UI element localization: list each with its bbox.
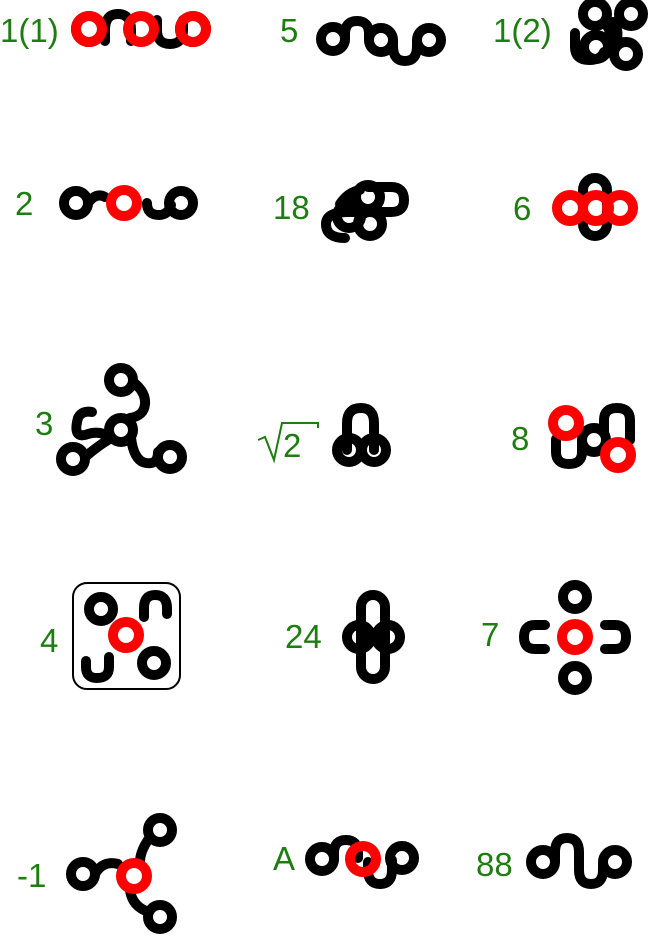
glyph-ring-red <box>116 858 152 894</box>
label-18: 18 <box>273 189 310 226</box>
glyph-stroke <box>335 185 365 209</box>
glyph-4 <box>72 582 181 690</box>
glyph-stroke <box>321 182 409 243</box>
glyph-stroke <box>125 377 151 423</box>
glyph-sqrt2 <box>332 403 391 467</box>
glyph-stroke <box>519 620 550 654</box>
glyph-ring-red <box>108 617 144 653</box>
glyph-stroke <box>602 21 615 44</box>
glyph-stroke <box>71 406 117 443</box>
glyph-ring <box>609 37 643 71</box>
glyph-frame <box>72 582 181 690</box>
label-neg1: -1 <box>17 857 46 894</box>
glyph-ring-red <box>175 11 211 47</box>
glyph-ring <box>598 845 632 879</box>
label-88: 88 <box>476 846 513 883</box>
glyph-stroke <box>608 17 623 47</box>
label-sqrt-radicand: 2 <box>283 427 301 464</box>
label-3: 3 <box>35 405 53 442</box>
label-7: 7 <box>481 616 499 653</box>
glyph-18 <box>321 180 409 243</box>
label-8: 8 <box>511 420 529 457</box>
glyph-ring <box>412 23 446 57</box>
label-24: 24 <box>285 618 322 655</box>
glyph-stroke <box>80 435 113 462</box>
glyph-neg1 <box>66 813 177 934</box>
glyph-ring <box>84 592 118 626</box>
glyph-stroke <box>139 590 172 622</box>
glyph-ring <box>558 580 592 614</box>
glyph-stroke <box>342 403 379 455</box>
glyph-stroke <box>550 833 608 889</box>
glyph-capsule <box>356 590 390 684</box>
glyph-ring <box>353 207 387 241</box>
glyph-stroke <box>90 858 123 879</box>
label-6: 6 <box>513 190 531 227</box>
glyph-6 <box>552 173 638 241</box>
glyph-ring-red <box>345 841 381 877</box>
glyph-ring <box>385 841 419 875</box>
glyph-ring <box>153 440 187 474</box>
glyph-ring <box>143 900 177 934</box>
glyph-stroke <box>551 434 587 469</box>
sqrt-radical-sign <box>257 422 319 464</box>
glyph-stroke <box>135 835 153 867</box>
glyph-ring <box>164 186 198 220</box>
glyph-1-1 <box>71 9 211 49</box>
label-a: A <box>273 840 295 877</box>
glyph-ring <box>357 433 391 467</box>
glyph-ring <box>143 813 177 847</box>
glyph-stroke <box>388 35 422 66</box>
glyph-24 <box>342 590 405 684</box>
glyph-ring <box>104 413 138 447</box>
label-4: 4 <box>40 622 58 659</box>
glyph-ring <box>578 0 612 31</box>
glyph-ring-red <box>106 185 142 221</box>
glyph-ring <box>577 423 611 457</box>
glyph-ring-red <box>548 405 584 441</box>
glyph-stroke <box>570 28 609 65</box>
glyph-5 <box>316 16 446 66</box>
glyph-ring <box>371 620 405 654</box>
glyph-8 <box>548 403 636 473</box>
glyph-ring-red <box>602 190 638 226</box>
glyph-ring <box>558 661 592 695</box>
glyph-ring-red <box>71 11 107 47</box>
glyph-stroke <box>600 620 631 654</box>
glyph-stroke <box>81 652 114 683</box>
label-1-1: 1(1) <box>0 12 59 49</box>
label-5: 5 <box>280 12 298 49</box>
glyph-stroke <box>599 403 635 445</box>
glyph-ring-red <box>123 11 159 47</box>
glyph-stroke <box>83 190 110 208</box>
glyph-1-2 <box>570 0 648 71</box>
label-2: 2 <box>15 185 33 222</box>
glyph-88 <box>526 833 632 889</box>
glyph-7 <box>519 580 631 695</box>
glyph-3 <box>56 363 187 476</box>
glyph-ring <box>137 646 171 680</box>
glyph-ring-red <box>600 437 636 473</box>
glyph-ring <box>614 0 648 31</box>
label-1-2: 1(2) <box>493 12 552 49</box>
glyph-a <box>305 835 419 889</box>
glyph-2 <box>59 185 198 221</box>
glyph-ring-red <box>557 619 593 655</box>
